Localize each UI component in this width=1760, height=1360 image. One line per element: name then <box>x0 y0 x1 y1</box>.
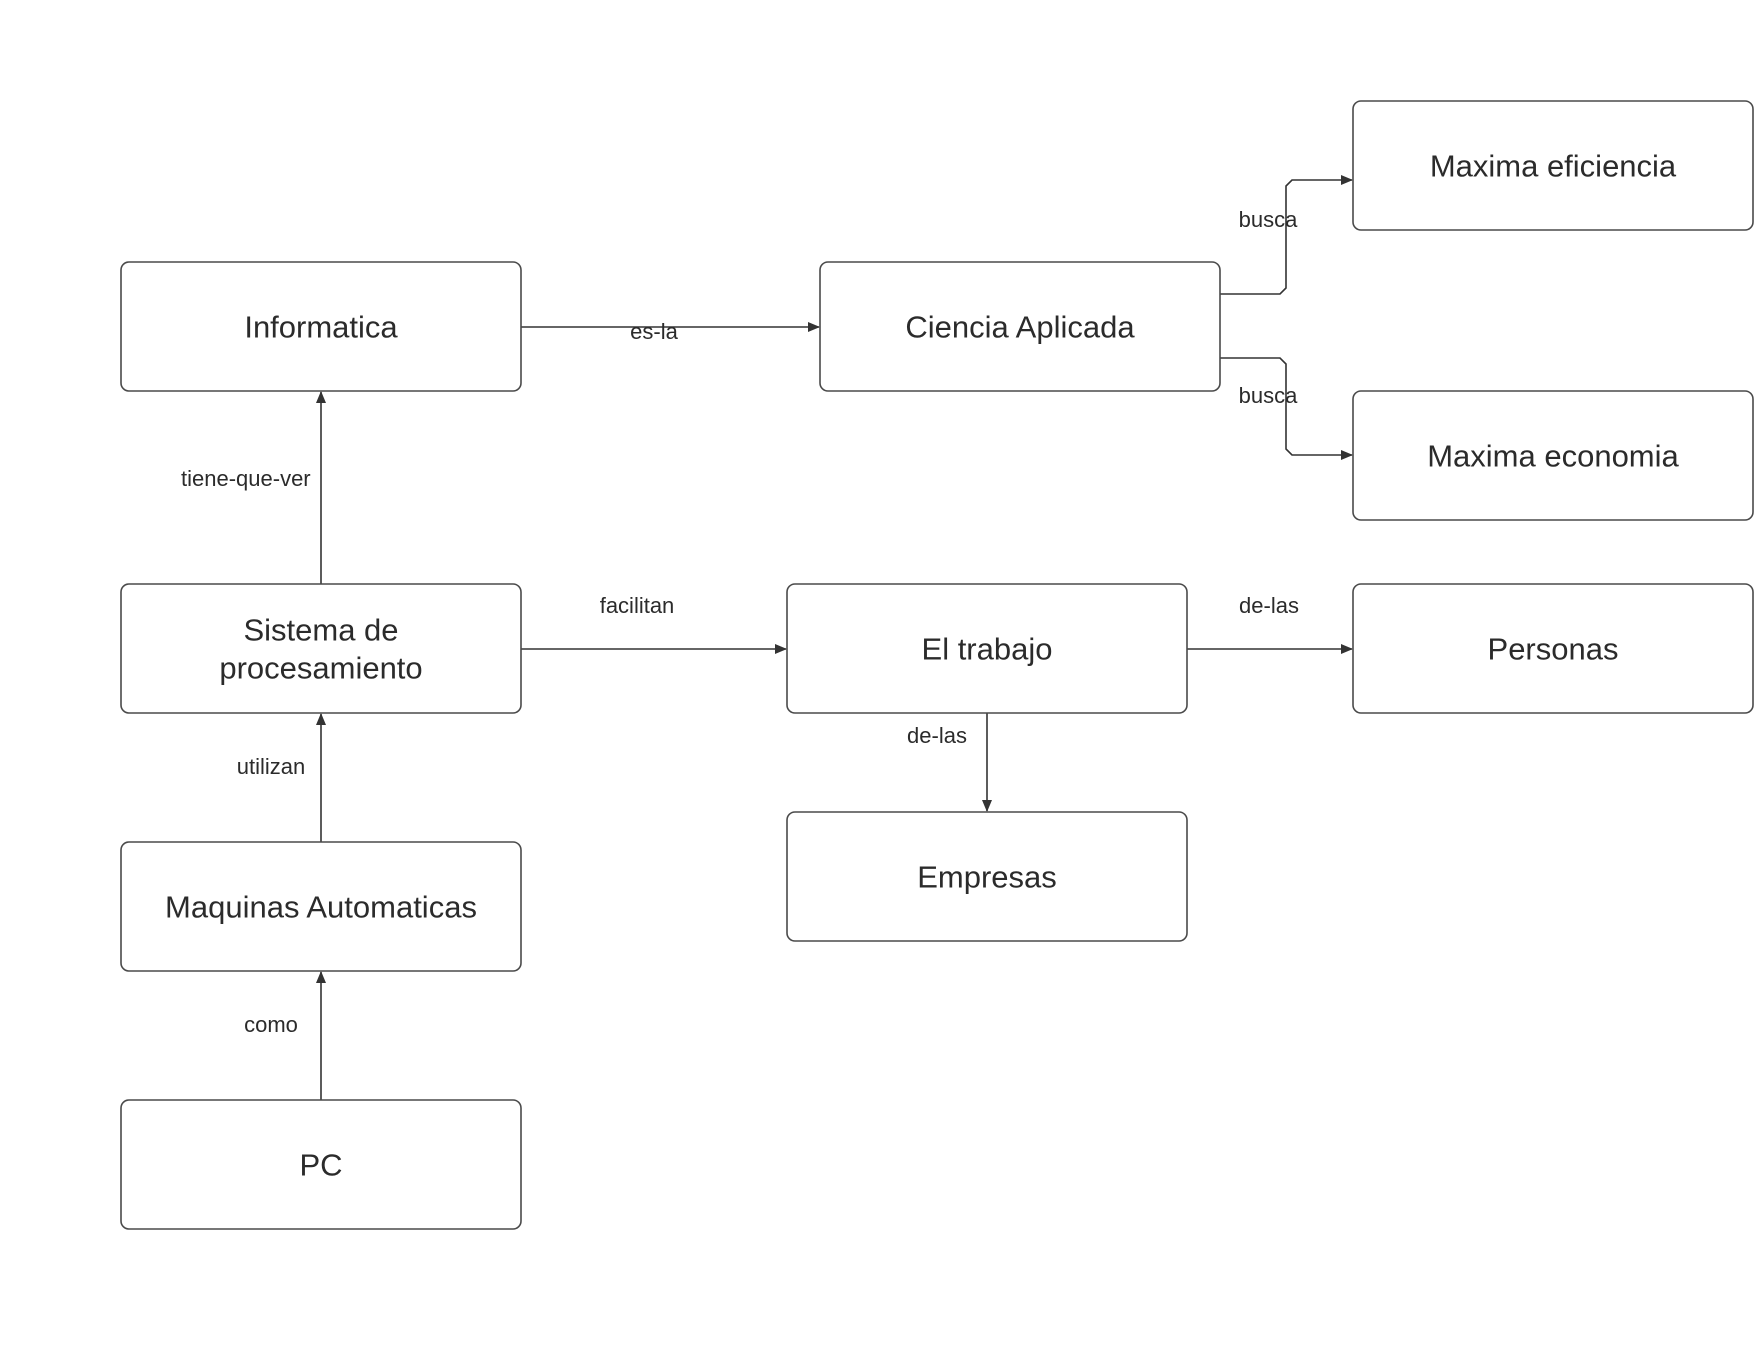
node-box <box>120 841 522 972</box>
node-trabajo: El trabajo <box>786 583 1188 714</box>
edge-label: como <box>244 1012 298 1037</box>
node-maquinas: Maquinas Automaticas <box>120 841 522 972</box>
edge-sistema-to-trabajo: facilitan <box>521 593 787 654</box>
node-box <box>1352 100 1754 231</box>
node-box <box>1352 390 1754 521</box>
edge-label: es-la <box>630 319 678 344</box>
node-box <box>120 1099 522 1230</box>
node-label: Empresas <box>917 860 1057 895</box>
node-ciencia: Ciencia Aplicada <box>819 261 1221 392</box>
edge-label: busca <box>1239 383 1298 408</box>
edge-pc-to-maquinas: como <box>244 971 326 1100</box>
edge-label: de-las <box>907 723 967 748</box>
edge-arrow <box>1220 357 1353 460</box>
node-label: Maxima economia <box>1427 439 1679 474</box>
edge-ciencia-to-economia: busca <box>1220 357 1353 460</box>
node-label: El trabajo <box>922 632 1053 667</box>
node-pc: PC <box>120 1099 522 1230</box>
edge-label: facilitan <box>600 593 675 618</box>
edge-ciencia-to-eficiencia: busca <box>1220 175 1353 295</box>
edge-arrow <box>1220 175 1353 295</box>
node-label: Personas <box>1488 632 1619 667</box>
edge-maquinas-to-sistema: utilizan <box>237 713 326 842</box>
node-informatica: Informatica <box>120 261 522 392</box>
edge-informatica-to-ciencia: es-la <box>521 319 820 344</box>
node-box <box>120 261 522 392</box>
node-box <box>1352 583 1754 714</box>
node-economia: Maxima economia <box>1352 390 1754 521</box>
node-label: Maquinas Automaticas <box>165 890 477 925</box>
node-personas: Personas <box>1352 583 1754 714</box>
node-eficiencia: Maxima eficiencia <box>1352 100 1754 231</box>
node-label: Ciencia Aplicada <box>905 310 1135 345</box>
edge-trabajo-to-personas: de-las <box>1187 593 1353 654</box>
edge-label: de-las <box>1239 593 1299 618</box>
node-box <box>819 261 1221 392</box>
node-box <box>786 583 1188 714</box>
edge-label: utilizan <box>237 754 305 779</box>
edge-label: tiene-que-ver <box>181 466 311 491</box>
edge-sistema-to-informatica: tiene-que-ver <box>181 391 326 584</box>
edge-trabajo-to-empresas: de-las <box>907 713 992 812</box>
node-empresas: Empresas <box>786 811 1188 942</box>
node-box <box>120 583 522 714</box>
node-label: Maxima eficiencia <box>1430 149 1677 184</box>
node-label: PC <box>299 1148 342 1183</box>
node-label: Informatica <box>244 310 398 345</box>
node-box <box>786 811 1188 942</box>
edge-label: busca <box>1239 207 1298 232</box>
